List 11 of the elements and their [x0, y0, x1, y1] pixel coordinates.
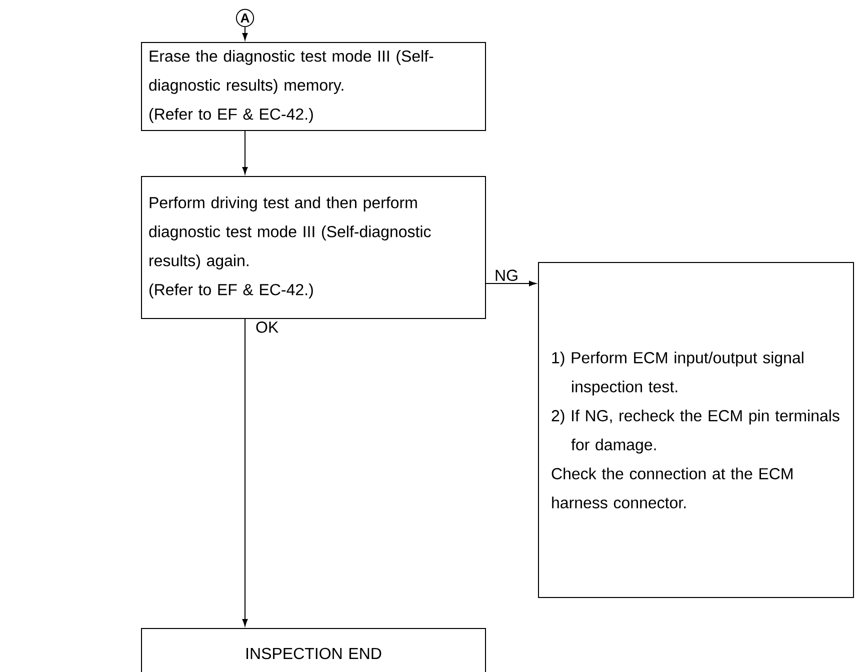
- circled-connector: A: [236, 8, 254, 28]
- process-box: 1) Perform ECM input/output signal inspection test. 2) If NG, recheck the ECM pin terminals for damage. Check the connection at the ECM harness connector.: [538, 262, 854, 598]
- arrow: [242, 130, 248, 174]
- arrow: [486, 280, 536, 286]
- process-box: INSPECTION END: [141, 628, 486, 672]
- process-box: Erase the diagnostic test mode III (Self-diagnostic results) memory. (Refer to EF & EC-42.): [141, 42, 486, 131]
- edge-label: OK: [254, 320, 281, 335]
- process-box: Perform driving test and then perform diagnostic test mode III (Self-diagnostic results) again. (Refer to EF & EC-42.): [141, 176, 486, 319]
- arrow: [242, 26, 248, 40]
- edge-label: NG: [492, 268, 520, 283]
- arrow: [242, 318, 248, 626]
